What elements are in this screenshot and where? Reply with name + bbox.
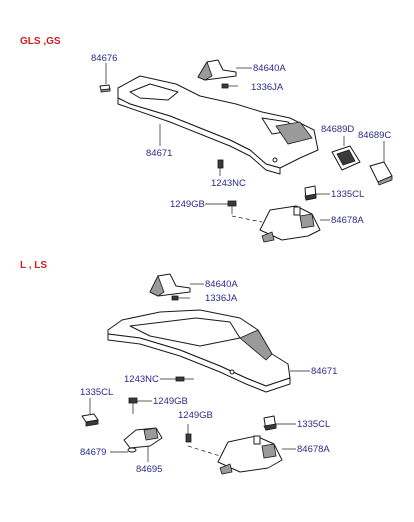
label-84671-bottom: 84671 xyxy=(311,366,337,377)
part-84671-console-bottom xyxy=(107,309,291,393)
label-84678a-top: 84678A xyxy=(331,215,364,226)
part-84678a-bracket-top xyxy=(259,205,321,243)
part-1336ja-screw-bottom xyxy=(171,295,190,301)
label-1335cl-bottom-right: 1335CL xyxy=(297,419,330,430)
label-1336ja-bottom: 1336JA xyxy=(205,293,238,304)
part-84679-washer xyxy=(127,447,137,453)
label-1336ja-top: 1336JA xyxy=(251,82,284,93)
label-1249gb-top: 1249GB xyxy=(170,199,205,210)
part-84640a-bracket xyxy=(197,59,237,81)
part-84640a-bracket-bottom xyxy=(149,273,191,297)
label-84640a-top: 84640A xyxy=(253,63,286,74)
label-84640a-bottom: 84640A xyxy=(205,279,238,290)
part-84689d-tray xyxy=(331,145,361,171)
part-1249gb-bolt-bottom-mid xyxy=(185,424,192,443)
section-title-gls-gs: GLS ,GS xyxy=(20,36,61,47)
label-1335cl-bottom-left: 1335CL xyxy=(80,387,113,398)
part-1335cl-clip-bottom-right xyxy=(263,415,277,431)
part-1243nc-screw-top xyxy=(217,159,224,176)
part-84671-console-top xyxy=(117,75,319,175)
label-1249gb-bottom-mid: 1249GB xyxy=(178,410,213,421)
label-84676: 84676 xyxy=(91,53,117,64)
label-1243nc-bottom: 1243NC xyxy=(124,374,159,385)
label-84695: 84695 xyxy=(136,464,162,475)
section-title-l-ls: L , LS xyxy=(20,260,47,271)
label-1335cl-top: 1335CL xyxy=(331,189,364,200)
label-84678a-bottom: 84678A xyxy=(297,444,330,455)
part-84678a-bracket-bottom xyxy=(217,435,283,475)
label-84671-top: 84671 xyxy=(146,148,172,159)
label-1243nc-top: 1243NC xyxy=(211,178,246,189)
label-84689c: 84689C xyxy=(358,130,391,141)
part-1335cl-clip-top xyxy=(304,185,317,201)
part-1249gb-bolt-top xyxy=(227,200,237,214)
label-84679: 84679 xyxy=(80,447,106,458)
part-1336ja-screw xyxy=(221,83,238,89)
part-84695-bracket xyxy=(123,427,163,449)
part-84676-cap xyxy=(99,84,111,93)
part-1243nc-screw-bottom xyxy=(175,376,194,382)
part-1249gb-bolt-bottom-left xyxy=(128,397,138,414)
label-84689d: 84689D xyxy=(321,124,354,135)
label-1249gb-bottom-left: 1249GB xyxy=(153,396,188,407)
part-1335cl-clip-bottom-left xyxy=(81,413,99,427)
part-84689c-lid xyxy=(369,161,393,186)
